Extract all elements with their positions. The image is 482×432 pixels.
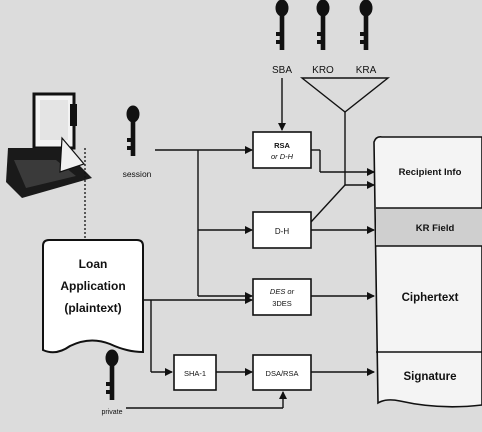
signature-label: Signature [403, 371, 456, 383]
key-label-kra: KRA [356, 65, 377, 76]
des-label-line-1: DES or [270, 287, 295, 296]
loan-application-document [42, 239, 144, 354]
loan-line-2: Application [60, 279, 125, 293]
ciphertext-label: Ciphertext [402, 292, 459, 304]
rsa-label-line-1: RSA [274, 141, 290, 150]
laptop-computer-icon [6, 92, 92, 198]
key-label-sba: SBA [272, 65, 292, 76]
loan-line-3: (plaintext) [64, 301, 121, 315]
kr-field-band [376, 208, 482, 246]
output-panel [373, 136, 482, 408]
key-label-kro: KRO [312, 65, 334, 76]
loan-line-1: Loan [79, 257, 108, 271]
key-merge-triangle [299, 77, 391, 113]
dh-label: D-H [275, 227, 289, 236]
rsa-label-line-2: or D-H [271, 152, 294, 161]
recipient-info-label: Recipient Info [399, 167, 462, 178]
key-icon [275, 0, 289, 50]
sha-label: SHA-1 [184, 369, 206, 378]
key-icon [105, 349, 119, 400]
kr-field-label: KR Field [416, 223, 455, 234]
sha-box [173, 354, 217, 391]
des-label-line-2: 3DES [272, 299, 292, 308]
dsa-label: DSA/RSA [266, 369, 299, 378]
key-label-session: session [123, 169, 152, 179]
key-label-private: private [101, 409, 122, 416]
dh-box [252, 211, 312, 249]
dsa-box [252, 354, 312, 391]
des-box [252, 278, 312, 316]
key-icon [316, 0, 330, 50]
key-icon [126, 105, 140, 156]
key-icon [359, 0, 373, 50]
rsa-dh-box [252, 131, 312, 169]
